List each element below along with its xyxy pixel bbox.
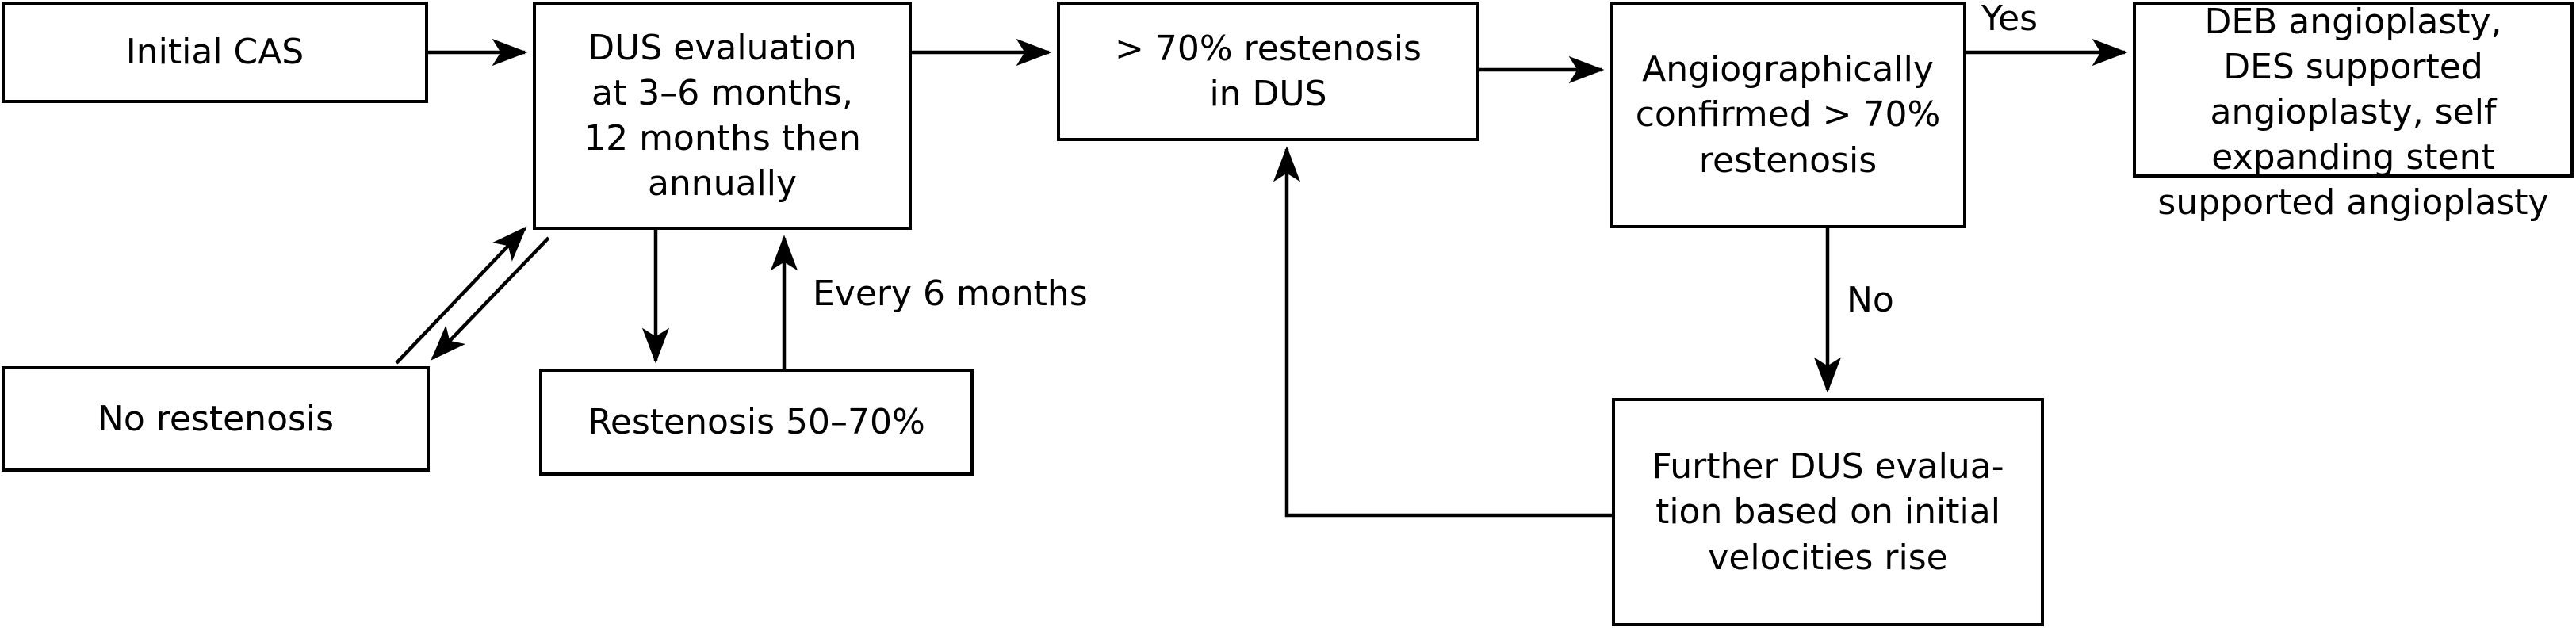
node-label: Restenosis 50–70% [588,401,925,442]
node-dus-evaluation[interactable]: DUS evaluation at 3–6 months, 12 months … [533,2,912,230]
node-label: Angiographically confirmed > 70% resteno… [1635,49,1941,181]
edge-label-no: No [1843,281,1897,320]
node-no-restenosis[interactable]: No restenosis [2,366,430,472]
node-angiographically-confirmed[interactable]: Angiographically confirmed > 70% resteno… [1610,2,1966,228]
edge-further-dus-to-restenosis70 [1273,146,1612,518]
node-label: Further DUS evalua- tion based on initia… [1652,446,2004,578]
node-restenosis-50-70[interactable]: Restenosis 50–70% [539,369,974,476]
node-label: No restenosis [97,398,335,439]
node-label: DUS evaluation at 3–6 months, 12 months … [584,27,861,205]
edge-label-every-6-months: Every 6 months [810,274,1091,314]
edge-dus-to-no-restenosis [431,236,550,361]
node-restenosis-over-70-dus[interactable]: > 70% restenosis in DUS [1057,2,1479,141]
node-label: Balloon angioplasty, DEB angioplasty, DE… [2157,1,2549,224]
edge-no-restenosis-to-dus [395,226,527,365]
node-further-dus-evaluation[interactable]: Further DUS evalua- tion based on initia… [1612,398,2044,626]
edge-label-yes: Yes [1978,0,2042,39]
node-treatment-options[interactable]: Balloon angioplasty, DEB angioplasty, DE… [2133,2,2574,223]
node-label: Initial CAS [125,32,304,73]
node-initial-cas[interactable]: Initial CAS [2,2,428,103]
node-label: > 70% restenosis in DUS [1115,28,1422,114]
